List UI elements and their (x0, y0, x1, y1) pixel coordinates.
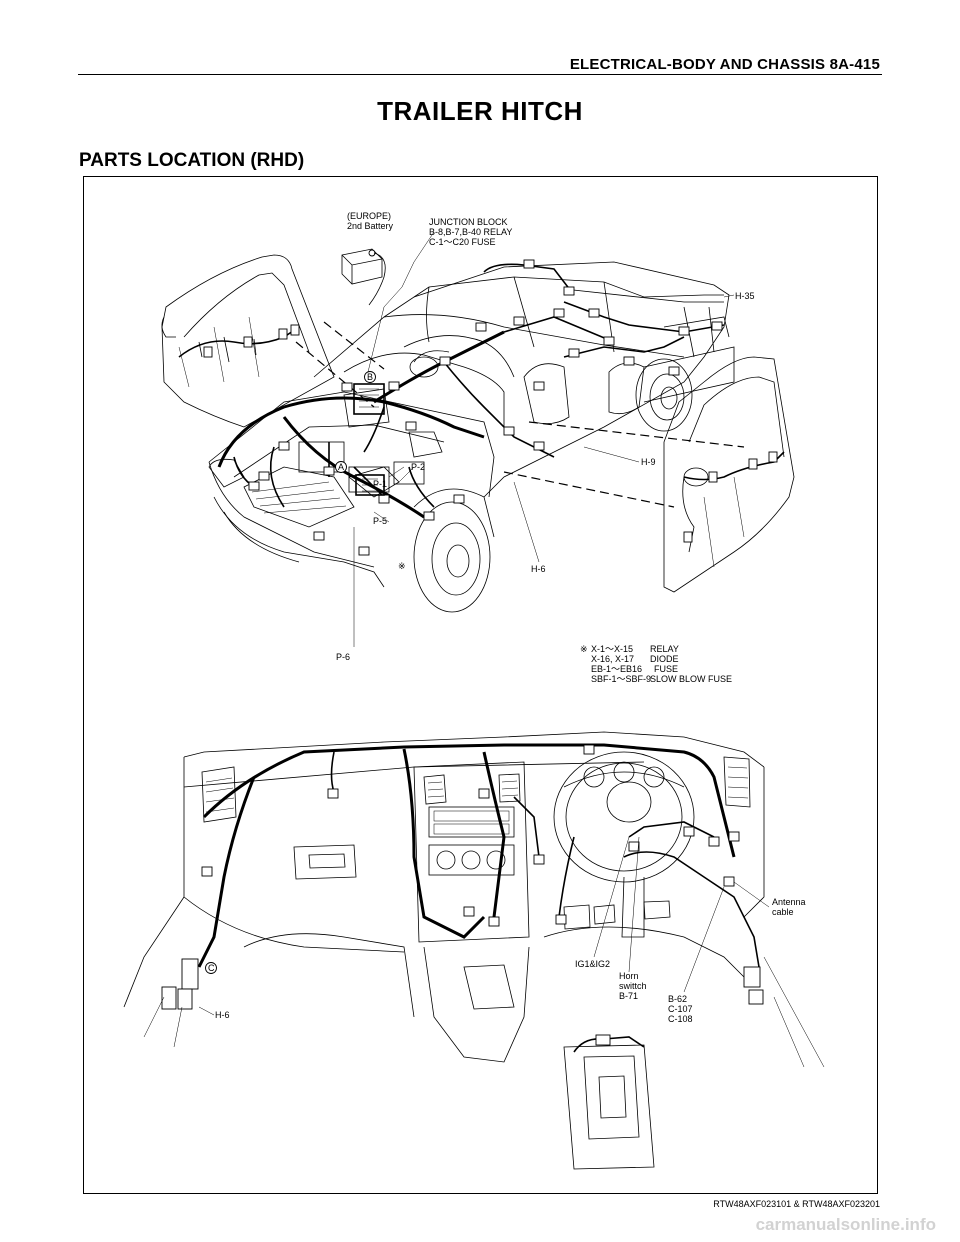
section-title: PARTS LOCATION (RHD) (79, 150, 305, 171)
label-h9: H-9 (641, 457, 656, 467)
legend-code-diode: X-16, X-17 (591, 654, 634, 664)
legend-desc-diode: DIODE (650, 654, 679, 664)
legend-code-fuse: EB-1～EB16 (591, 664, 642, 674)
label-p1: P-1 (373, 479, 387, 489)
page-title: TRAILER HITCH (377, 96, 583, 126)
label-second-battery: 2nd Battery (347, 221, 394, 231)
legend-mark: ※ (580, 644, 588, 654)
legend-code-relay: X-1～X-15 (591, 644, 633, 654)
diagram-frame: ※ (EUROPE) 2nd Battery JUNCTION BLOCK B-… (83, 176, 878, 1194)
parts-location-diagram: ※ (EUROPE) 2nd Battery JUNCTION BLOCK B-… (123, 211, 825, 1170)
label-c107: C-107 (668, 1004, 693, 1014)
dashboard-drawing (123, 731, 825, 1170)
label-fuses: C-1～C20 FUSE (429, 237, 496, 247)
marker-a-circle (335, 461, 347, 473)
header-section-title: ELECTRICAL-BODY AND CHASSIS 8A-415 (569, 56, 880, 73)
right-door (503, 356, 795, 593)
label-marker-a: A (338, 462, 344, 472)
label-marker-b: B (367, 372, 373, 382)
marker-c-circle (205, 962, 217, 974)
label-p6: P-6 (336, 652, 350, 662)
label-junction-block: JUNCTION BLOCK (429, 217, 508, 227)
legend-code-slow-blow: SBF-1～SBF-9 (591, 674, 651, 684)
label-antenna-line1: Antenna (772, 897, 806, 907)
label-horn-line3: B-71 (619, 991, 638, 1001)
label-p2: P-2 (411, 462, 425, 472)
label-europe: (EUROPE) (347, 211, 391, 221)
left-door (161, 254, 385, 428)
label-b62: B-62 (668, 994, 687, 1004)
marker-b-circle (364, 371, 376, 383)
label-antenna-line2: cable (772, 907, 794, 917)
label-horn-line1: Horn (619, 971, 639, 981)
label-h6-upper: H-6 (531, 564, 546, 574)
vehicle-drawing: ※ (161, 231, 795, 647)
second-battery (341, 248, 386, 306)
header-rule (78, 74, 882, 75)
label-p5: P-5 (373, 516, 387, 526)
label-marker-c: C (208, 963, 215, 973)
label-h35: H-35 (735, 291, 755, 301)
legend-desc-slow-blow: SLOW BLOW FUSE (650, 674, 732, 684)
vehicle-body (208, 259, 735, 613)
page-header: ELECTRICAL-BODY AND CHASSIS 8A-415 (78, 0, 882, 75)
legend-desc-relay: RELAY (650, 644, 679, 654)
note-mark-engine: ※ (398, 561, 406, 571)
label-relays: B-8,B-7,B-40 RELAY (429, 227, 512, 237)
label-c108: C-108 (668, 1014, 693, 1024)
label-h6-lower: H-6 (215, 1010, 230, 1020)
label-horn-line2: swittch (619, 981, 647, 991)
legend-desc-fuse: FUSE (654, 664, 678, 674)
legend: ※ X-1～X-15 RELAY X-16, X-17 DIODE EB-1～E… (580, 644, 732, 684)
watermark: carmanualsonline.info (755, 1215, 936, 1234)
figure-caption: RTW48AXF023101 & RTW48AXF023201 (713, 1199, 880, 1209)
label-ig: IG1&IG2 (575, 959, 610, 969)
